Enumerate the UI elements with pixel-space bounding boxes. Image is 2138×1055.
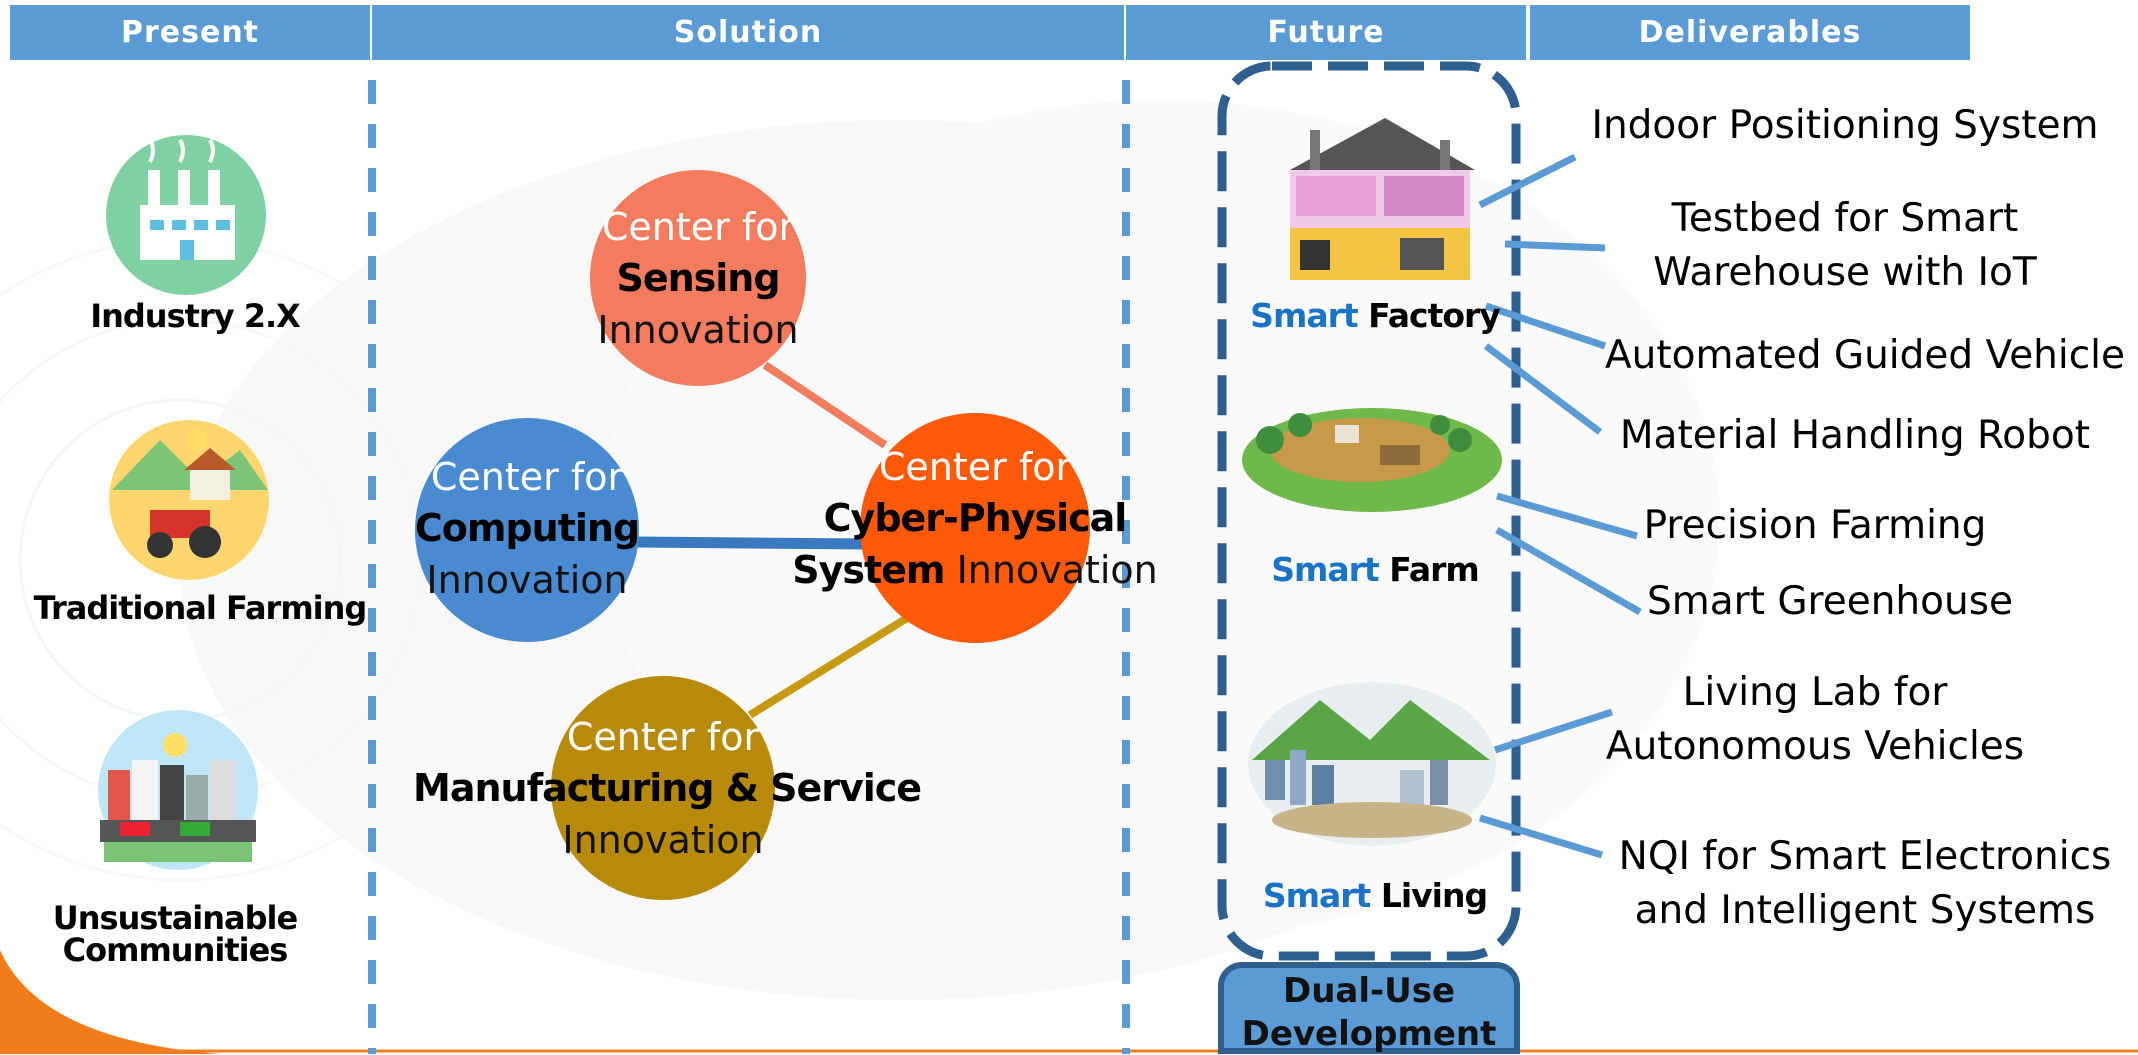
deliverable-testbed-warehouse: Testbed for Smart Warehouse with IoT [1653,196,2037,295]
sensing-circle [590,170,806,386]
sensing-line1: Center for [601,205,795,249]
present-label-industry: Industry 2.X [90,297,301,335]
deliverable-nqi: NQI for Smart Electronics and Intelligen… [1618,834,2112,933]
cps-text: Center for Cyber-Physical System Innovat… [790,442,1160,596]
header-solution: Solution [372,5,1124,60]
link-precision-farming [1496,492,1638,540]
future-living-smart: Smart [1262,876,1371,915]
smart-farm-icon [1242,408,1502,512]
future-factory-rest: Factory [1357,296,1501,335]
future-farm-rest: Farm [1378,550,1480,589]
link-material-robot [1483,343,1603,435]
orange-swoosh [0,950,220,1054]
link-agv [1484,302,1607,350]
computing-line2: Computing [414,506,640,551]
deliverable-indoor-positioning: Indoor Positioning System [1591,103,2099,148]
cps-circle [860,413,1090,643]
manufacturing-text: Center for Manufacturing & Service Innov… [413,712,922,866]
link-living-lab [1493,708,1614,754]
computing-circle [415,418,639,642]
header-deliverables: Deliverables [1530,5,1970,60]
cps-line1: Center for [878,445,1072,489]
cps-line3: System Innovation [790,545,1160,596]
future-label-factory: Smart Factory [1230,296,1520,335]
smart-city-icon [1248,682,1496,846]
connector-computing-cps [634,536,866,550]
deliverable-agv: Automated Guided Vehicle [1604,333,2126,378]
present-label-communities: Unsustainable Communities [52,899,298,969]
link-testbed-warehouse [1504,240,1606,252]
computing-text: Center for Computing Innovation [407,452,647,606]
future-living-rest: Living [1370,876,1488,915]
future-factory-smart: Smart [1250,296,1358,335]
cps-line2: Cyber-Physical [823,496,1128,541]
header-future: Future [1126,5,1526,60]
sensing-line2: Sensing [616,256,780,301]
future-farm-smart: Smart [1271,550,1379,589]
computing-line1: Center for [430,455,624,499]
cps-line3-bold: System [792,547,945,592]
sensing-line3: Innovation [597,307,799,352]
city-traffic-icon [98,710,258,870]
manufacturing-line1: Center for [566,715,760,759]
connector-sensing-cps [762,361,888,449]
manufacturing-line2: Manufacturing & Service [413,766,922,811]
present-label-farming: Traditional Farming [33,589,368,627]
sensing-text: Center for Sensing Innovation [578,202,818,356]
connector-manufacturing-cps [747,611,915,719]
link-nqi [1478,814,1604,859]
deliverable-living-lab: Living Lab for Autonomous Vehicles [1605,670,2025,769]
future-label-farm: Smart Farm [1230,550,1520,589]
factory-icon [106,135,266,295]
link-indoor-positioning [1478,153,1577,209]
future-box [1217,61,1521,961]
farm-tractor-icon [109,420,269,580]
future-label-living: Smart Living [1230,876,1520,915]
deliverable-material-robot: Material Handling Robot [1619,413,2091,458]
header-present: Present [10,5,370,60]
deliverable-precision-farming: Precision Farming [1643,503,1987,548]
manufacturing-circle [551,676,775,900]
manufacturing-line3: Innovation [562,817,764,862]
deliverable-smart-greenhouse: Smart Greenhouse [1646,579,2014,624]
smart-factory-icon [1290,118,1475,280]
link-smart-greenhouse [1495,526,1642,616]
cps-line3-rest: Innovation [944,547,1158,592]
dual-use-badge: Dual-Use Development [1218,962,1520,1054]
computing-line3: Innovation [426,557,628,602]
